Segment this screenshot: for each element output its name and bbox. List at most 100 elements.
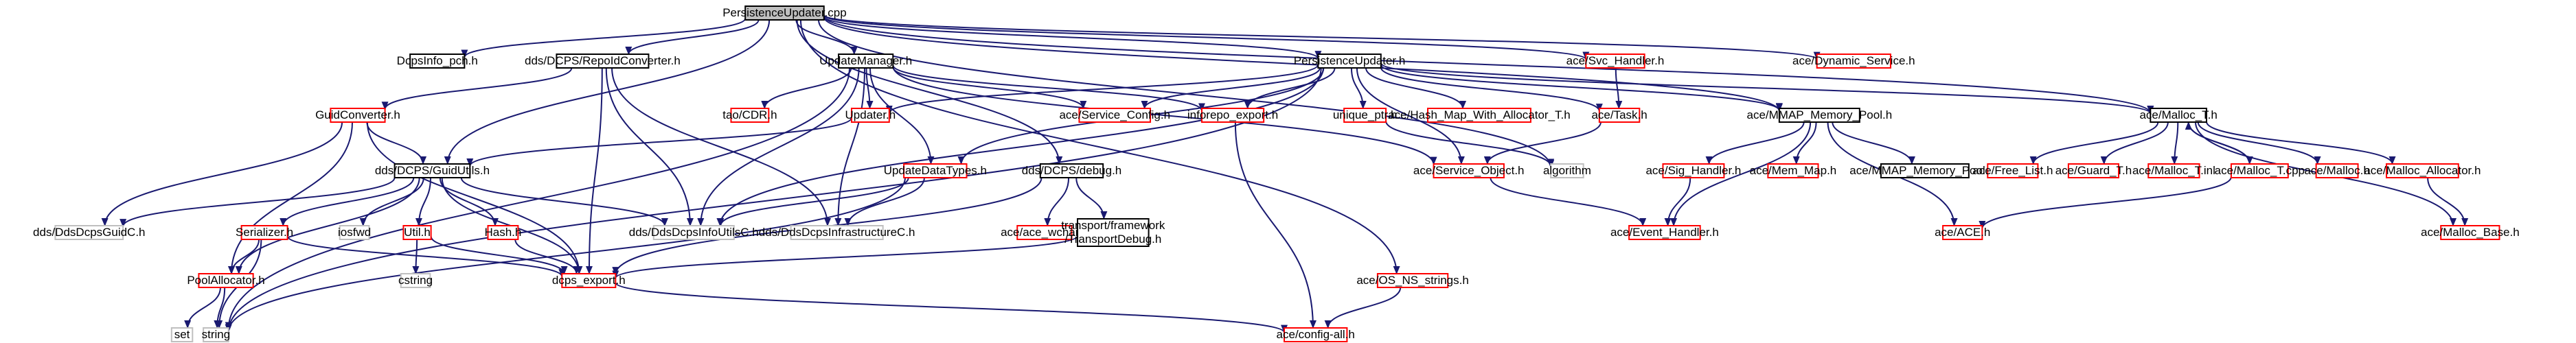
node-hash_h[interactable]: Hash.h [484, 225, 521, 240]
node-guard_t[interactable]: ace/Guard_T.h [2055, 163, 2132, 178]
node-update_data_types[interactable]: UpdateDataTypes.h [884, 163, 987, 178]
node-box-persistence_updater_h[interactable] [1317, 54, 1382, 69]
node-box-root[interactable] [744, 5, 825, 21]
node-box-algorithm[interactable] [1550, 163, 1584, 178]
node-box-inforepo_export[interactable] [1200, 108, 1265, 123]
node-box-ace_h[interactable] [1942, 225, 1983, 240]
node-box-hash_map[interactable] [1427, 108, 1531, 123]
node-svc_handler[interactable]: ace/Svc_Handler.h [1566, 54, 1665, 69]
node-box-dcps_debug[interactable] [1039, 163, 1104, 178]
node-box-ace_wchar[interactable] [1016, 225, 1073, 240]
node-repoid_converter[interactable]: dds/DCPS/RepoIdConverter.h [525, 54, 681, 69]
node-box-config_all[interactable] [1284, 327, 1348, 342]
node-box-serializer[interactable] [240, 225, 288, 240]
node-task[interactable]: ace/Task.h [1591, 108, 1648, 123]
node-dynamic_service[interactable]: ace/Dynamic_Service.h [1792, 54, 1915, 69]
node-set[interactable]: set [170, 327, 194, 342]
node-box-guid_converter[interactable] [330, 108, 386, 123]
node-box-update_manager[interactable] [838, 54, 894, 69]
node-mem_map[interactable]: ace/Mem_Map.h [1750, 163, 1837, 178]
node-box-pool_allocator[interactable] [198, 273, 254, 288]
node-dds_info_utils_c[interactable]: dds/DdsDcpsInfoUtilsC.h [629, 225, 759, 240]
node-unique_ptr[interactable]: unique_ptr.h [1333, 108, 1398, 123]
node-box-dds_infra_c[interactable] [790, 225, 884, 240]
node-box-dcpsinfo_pch[interactable] [409, 54, 466, 69]
node-box-dds_dcps_guid_c[interactable] [54, 225, 124, 240]
node-box-string[interactable] [203, 327, 229, 342]
node-box-malloc_t_inl[interactable] [2147, 163, 2200, 178]
node-box-util_h[interactable] [402, 225, 432, 240]
node-dcps_debug[interactable]: dds/DCPS/debug.h [1022, 163, 1122, 178]
node-malloc_h[interactable]: ace/Malloc.h [2304, 163, 2370, 178]
node-dcps_export[interactable]: dcps_export.h [552, 273, 626, 288]
node-box-mmap_pool_inl[interactable] [1880, 163, 1970, 178]
node-box-dcps_export[interactable] [561, 273, 617, 288]
node-box-transport_debug[interactable] [1077, 218, 1150, 247]
node-guid_utils[interactable]: dds/DCPS/GuidUtils.h [375, 163, 490, 178]
node-box-update_data_types[interactable] [903, 163, 968, 178]
node-guid_converter[interactable]: GuidConverter.h [315, 108, 400, 123]
node-box-malloc_t_h[interactable] [2150, 108, 2207, 123]
node-box-repoid_converter[interactable] [556, 54, 650, 69]
node-pool_allocator[interactable]: PoolAllocator.h [187, 273, 265, 288]
node-algorithm[interactable]: algorithm [1543, 163, 1591, 178]
node-malloc_allocator[interactable]: ace/Malloc_Allocator.h [2364, 163, 2481, 178]
node-malloc_t_h[interactable]: ace/Malloc_T.h [2139, 108, 2218, 123]
node-service_config[interactable]: ace/Service_Config.h [1059, 108, 1170, 123]
node-box-svc_handler[interactable] [1585, 54, 1645, 69]
node-updater[interactable]: Updater.h [845, 108, 896, 123]
node-box-event_handler[interactable] [1628, 225, 1701, 240]
node-ace_h[interactable]: ace/ACE.h [1935, 225, 1990, 240]
node-box-free_list[interactable] [1987, 163, 2039, 178]
node-config_all[interactable]: ace/config-all.h [1277, 327, 1355, 342]
node-box-malloc_allocator[interactable] [2385, 163, 2459, 178]
node-tao_cdr[interactable]: tao/CDR.h [722, 108, 777, 123]
node-transport_debug[interactable]: transport/framework/TransportDebug.h [1061, 218, 1165, 247]
node-box-sig_handler[interactable] [1662, 163, 1725, 178]
node-hash_map[interactable]: ace/Hash_Map_With_Allocator_T.h [1388, 108, 1571, 123]
node-box-os_ns_strings[interactable] [1376, 273, 1449, 288]
node-event_handler[interactable]: ace/Event_Handler.h [1610, 225, 1719, 240]
node-box-updater[interactable] [850, 108, 890, 123]
node-box-service_config[interactable] [1078, 108, 1152, 123]
node-box-dynamic_service[interactable] [1816, 54, 1891, 69]
node-malloc_base[interactable]: ace/Malloc_Base.h [2421, 225, 2520, 240]
node-mmap_pool_h[interactable]: ace/MMAP_Memory_Pool.h [1747, 108, 1893, 123]
node-box-unique_ptr[interactable] [1343, 108, 1387, 123]
node-sig_handler[interactable]: ace/Sig_Handler.h [1645, 163, 1741, 178]
node-box-dds_info_utils_c[interactable] [652, 225, 735, 240]
node-mmap_pool_inl[interactable]: ace/MMAP_Memory_Pool.inl [1849, 163, 2000, 178]
node-os_ns_strings[interactable]: ace/OS_NS_strings.h [1356, 273, 1469, 288]
node-box-iosfwd[interactable] [339, 225, 370, 240]
node-dds_infra_c[interactable]: dds/DdsDcpsInfrastructureC.h [759, 225, 915, 240]
node-util_h[interactable]: Util.h [402, 225, 432, 240]
node-persistence_updater_h[interactable]: PersistenceUpdater.h [1294, 54, 1406, 69]
node-malloc_t_inl[interactable]: ace/Malloc_T.inl [2132, 163, 2215, 178]
node-box-service_object[interactable] [1433, 163, 1505, 178]
node-box-mmap_pool_h[interactable] [1778, 108, 1860, 123]
node-box-malloc_base[interactable] [2440, 225, 2500, 240]
node-box-hash_h[interactable] [487, 225, 519, 240]
node-free_list[interactable]: ace/Free_List.h [1972, 163, 2053, 178]
node-dcpsinfo_pch[interactable]: DcpsInfo_pch.h [397, 54, 478, 69]
node-service_object[interactable]: ace/Service_Object.h [1413, 163, 1525, 178]
node-cstring[interactable]: cstring [398, 273, 433, 288]
node-dds_dcps_guid_c[interactable]: dds/DdsDcpsGuidC.h [33, 225, 146, 240]
node-root[interactable]: PersistenceUpdater.cpp [722, 5, 847, 21]
node-box-guard_t[interactable] [2067, 163, 2120, 178]
node-box-tao_cdr[interactable] [730, 108, 770, 123]
node-box-set[interactable] [170, 327, 194, 342]
node-update_manager[interactable]: UpdateManager.h [819, 54, 912, 69]
node-box-mem_map[interactable] [1767, 163, 1819, 178]
node-ace_wchar[interactable]: ace/ace_wchar.h [1001, 225, 1088, 240]
node-iosfwd[interactable]: iosfwd [338, 225, 371, 240]
node-box-cstring[interactable] [400, 273, 431, 288]
node-box-guid_utils[interactable] [394, 163, 471, 178]
node-serializer[interactable]: Serializer.h [236, 225, 293, 240]
node-box-task[interactable] [1598, 108, 1641, 123]
node-malloc_t_cpp[interactable]: ace/Malloc_T.cpp [2215, 163, 2305, 178]
node-box-malloc_t_cpp[interactable] [2230, 163, 2289, 178]
node-string[interactable]: string [202, 327, 231, 342]
node-inforepo_export[interactable]: inforepo_export.h [1187, 108, 1278, 123]
node-box-malloc_h[interactable] [2315, 163, 2359, 178]
